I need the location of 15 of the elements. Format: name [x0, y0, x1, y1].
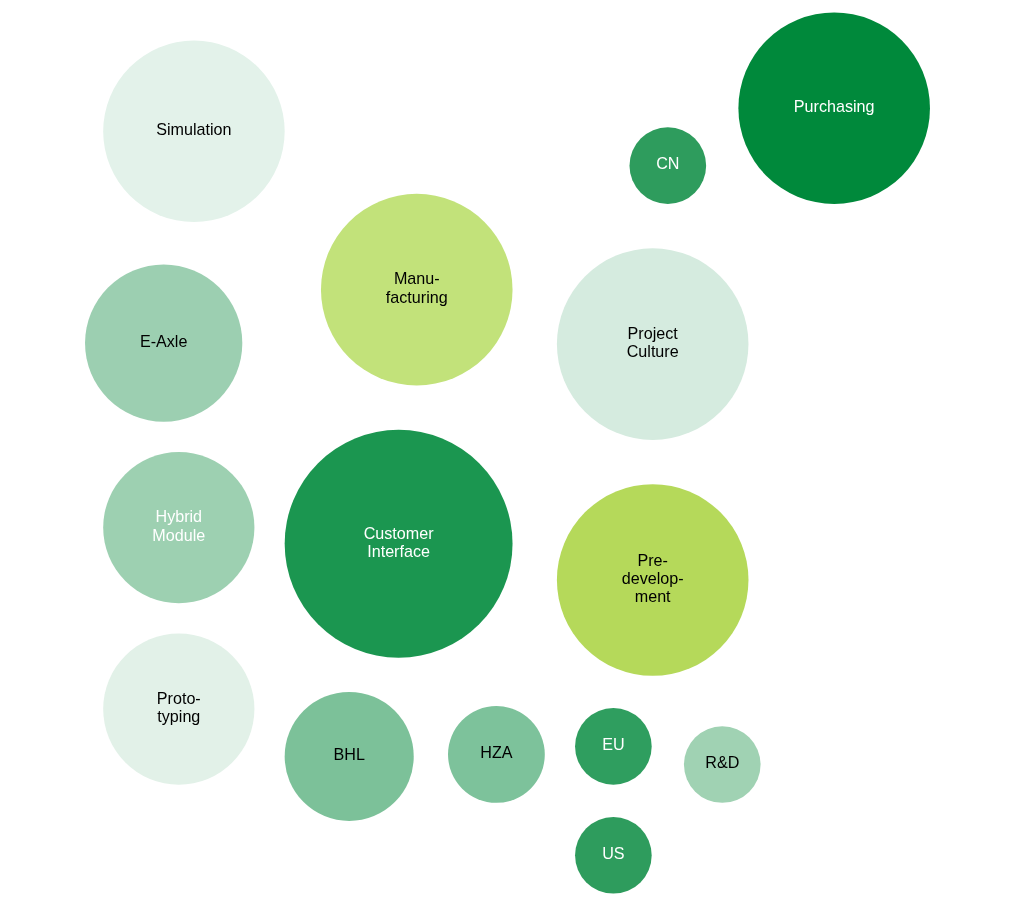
node-circle: EU	[575, 708, 652, 785]
node-circle: Proto- typing	[103, 633, 255, 785]
node-circle: Customer Interface	[284, 429, 513, 658]
node-circle: BHL	[284, 691, 414, 821]
node-circle: R&D	[683, 726, 761, 803]
node-circle: Manu- facturing	[320, 193, 513, 386]
node-circle: Project Culture	[556, 248, 749, 440]
node-circle: US	[575, 817, 652, 894]
node-circle: HZA	[448, 706, 545, 803]
node-circle: CN	[629, 127, 707, 204]
node-circle: Purchasing	[738, 12, 930, 204]
node-circle: E-Axle	[85, 264, 243, 422]
node-circle: Simulation	[103, 40, 285, 223]
node-circle: Hybrid Module	[103, 452, 255, 604]
node-circle: Pre- develop- ment	[556, 484, 749, 676]
